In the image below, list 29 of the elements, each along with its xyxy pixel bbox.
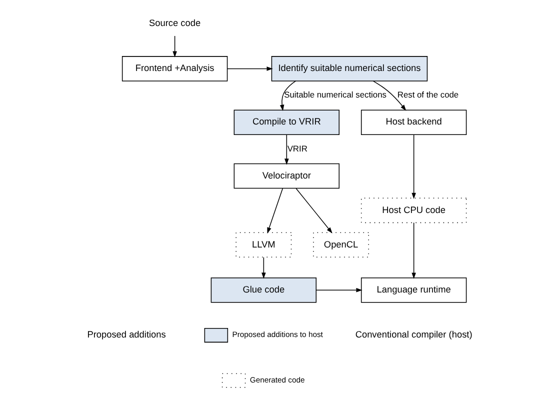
node-box: Compile to VRIR xyxy=(233,110,339,135)
node-box: Host CPU code xyxy=(360,198,466,224)
node-box: Glue code xyxy=(210,277,316,303)
edge-label: VRIR xyxy=(286,143,307,154)
node-box: Frontend +Analysis xyxy=(121,56,228,82)
edge-label: Rest of the code xyxy=(396,90,458,100)
node-box: Host backend xyxy=(360,110,466,135)
edge-label: Suitable numerical sections xyxy=(284,90,386,100)
arrow xyxy=(266,188,283,234)
arrow xyxy=(279,80,296,111)
label: Conventional compiler (host) xyxy=(354,330,472,340)
arrow xyxy=(261,256,266,279)
arrow xyxy=(411,134,416,200)
arrow xyxy=(372,80,406,111)
arrow xyxy=(226,66,272,71)
node-box: Identify suitable numerical sections xyxy=(270,56,428,82)
arrow xyxy=(172,36,176,58)
arrow xyxy=(295,188,332,234)
legend-label: Generated code xyxy=(249,375,304,384)
node-box: Language runtime xyxy=(360,277,466,303)
arrow xyxy=(411,222,416,279)
node-box: LLVM xyxy=(235,232,292,258)
arrow xyxy=(284,134,288,165)
label: Proposed additions xyxy=(86,330,166,340)
node-box: OpenCL xyxy=(312,232,368,258)
node-box: Velociraptor xyxy=(233,163,339,189)
legend-label: Proposed additions to host xyxy=(232,330,322,340)
node-text: Source code xyxy=(148,18,200,28)
arrow xyxy=(315,288,362,292)
